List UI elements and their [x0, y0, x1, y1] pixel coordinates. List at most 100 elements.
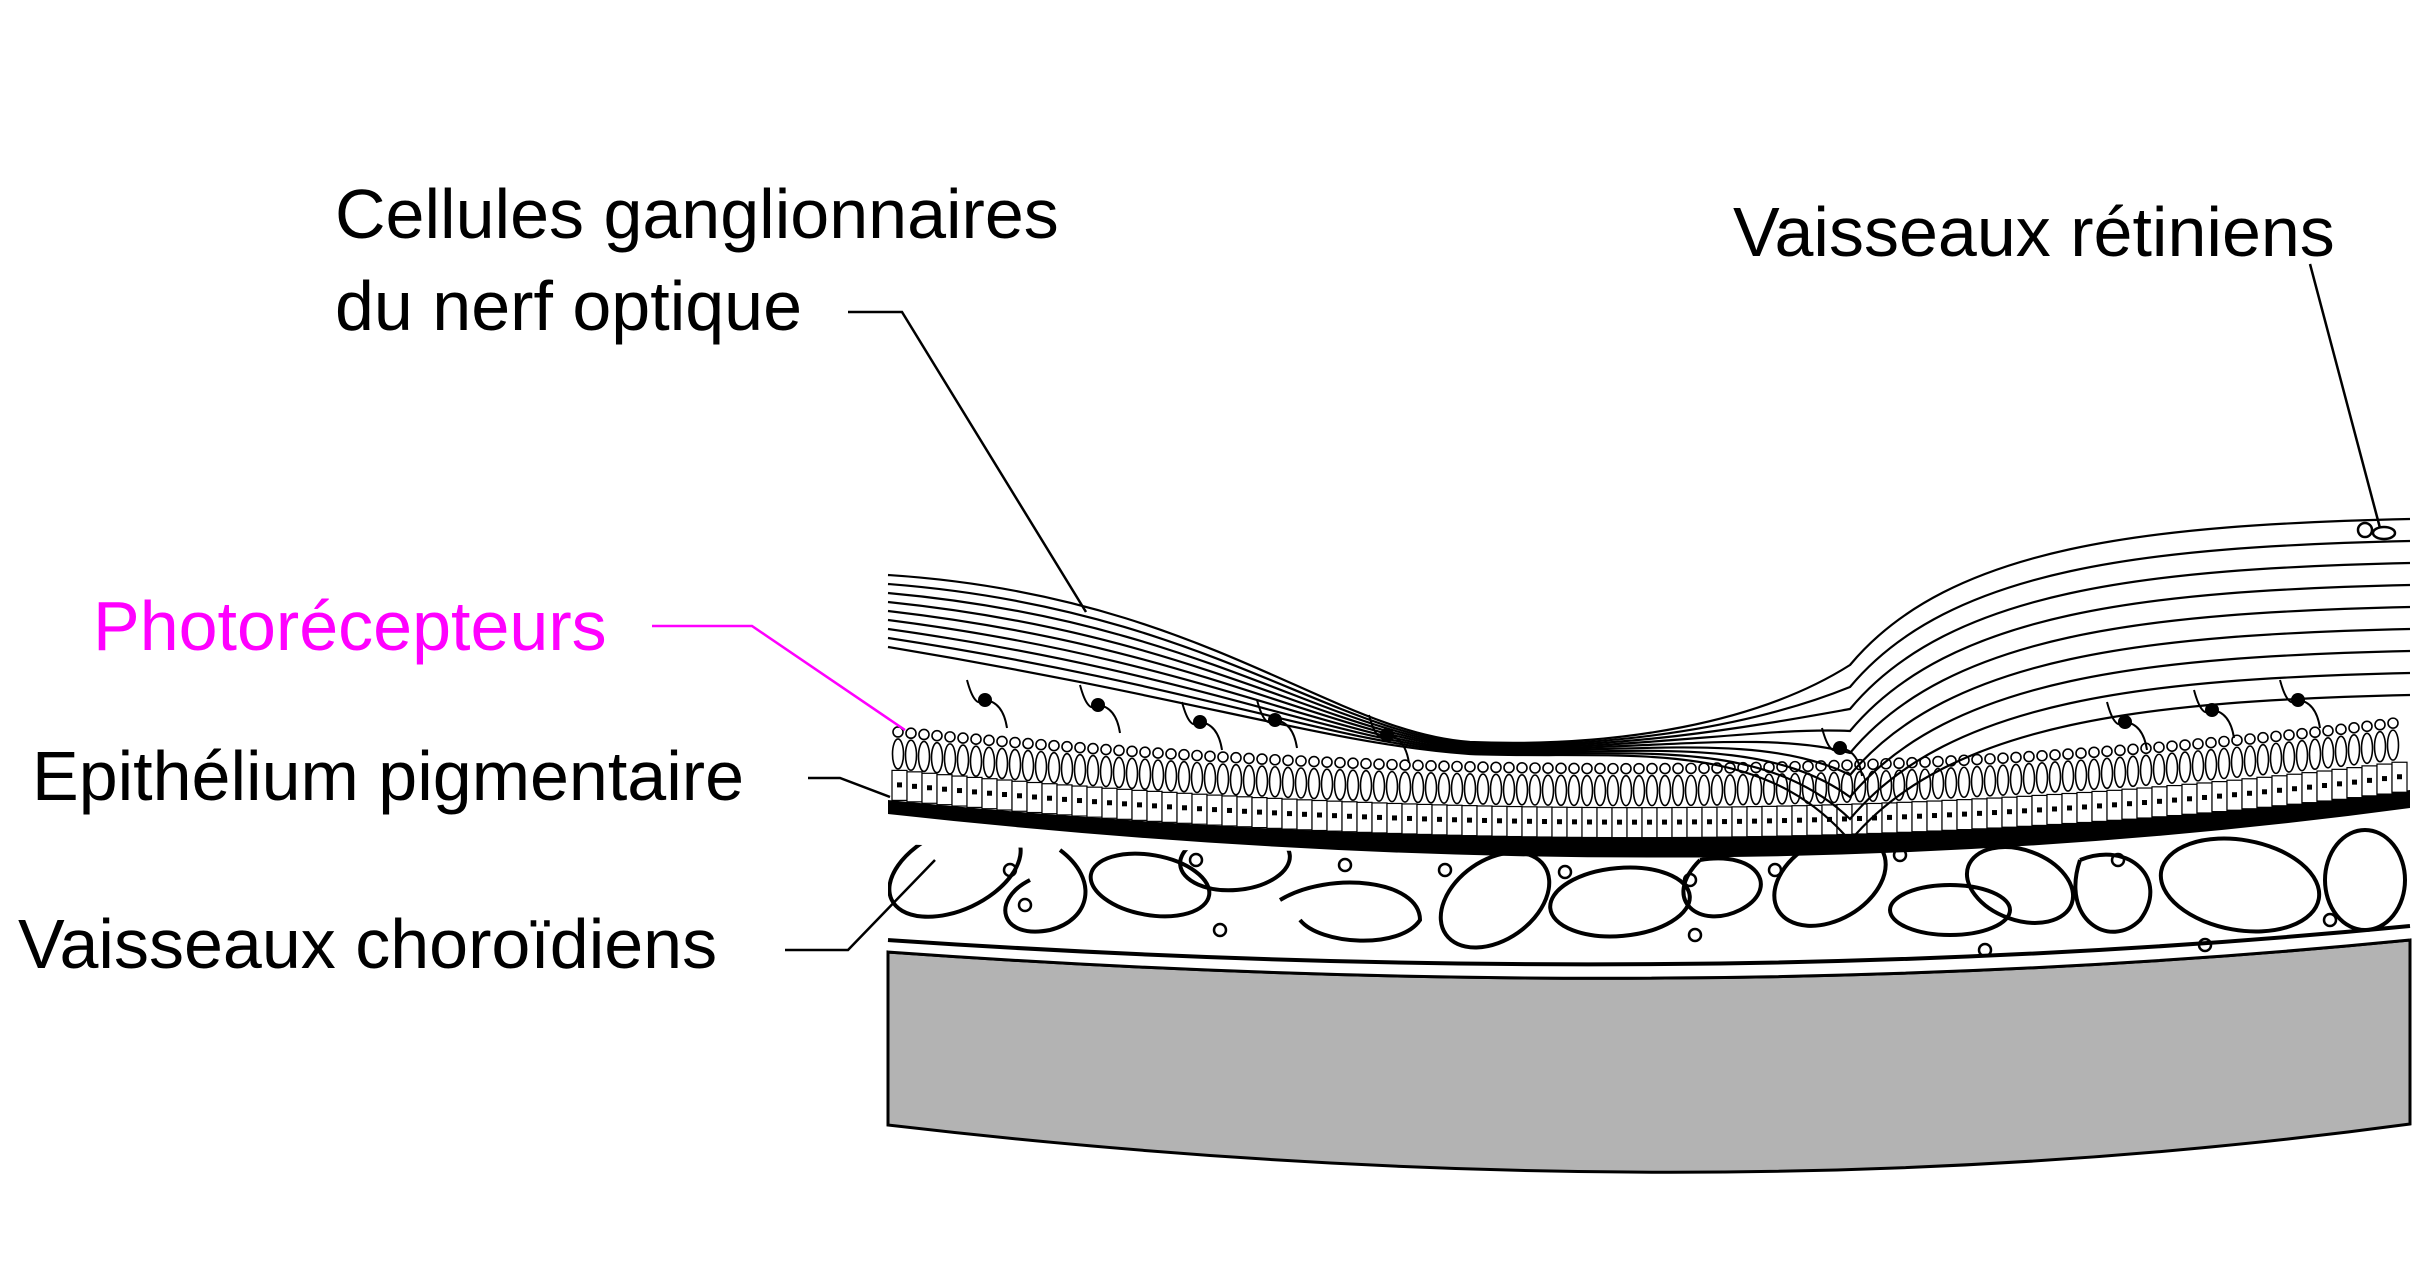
- pigment-granule: [2112, 802, 2117, 808]
- photoreceptor-segment: [1658, 774, 1672, 807]
- photoreceptor-segment: [1281, 766, 1295, 799]
- photoreceptor-nucleus: [2257, 731, 2269, 744]
- pigment-granule: [1422, 816, 1427, 822]
- photoreceptor-segment: [1619, 774, 1633, 807]
- choroid-vessel-loop: [1681, 856, 1763, 919]
- pigment-granule: [1752, 818, 1757, 824]
- photoreceptor-segment: [982, 746, 996, 779]
- photoreceptor-segment: [2009, 763, 2023, 796]
- pigment-granule: [987, 790, 992, 796]
- ganglion-leader-line: [848, 310, 1088, 613]
- photoreceptor-nucleus: [2283, 729, 2295, 741]
- pigment-granule: [1362, 814, 1367, 820]
- photoreceptor-nucleus: [1659, 762, 1671, 775]
- label-choroid-vessels: Vaisseaux choroïdiens: [18, 905, 718, 983]
- pigment-granule: [1497, 818, 1502, 824]
- photoreceptor-nucleus: [2361, 720, 2373, 733]
- pigment-granule: [1287, 811, 1292, 817]
- pigment-granule: [2097, 803, 2102, 809]
- photoreceptor-nucleus: [1178, 748, 1190, 761]
- photoreceptor-nucleus: [2335, 723, 2347, 736]
- pigment-granule: [1482, 817, 1487, 823]
- pigment-granule: [1377, 814, 1382, 820]
- photoreceptor-nucleus: [905, 727, 917, 740]
- label-photoreceptors: Photorécepteurs: [93, 587, 607, 665]
- photoreceptor-nucleus: [996, 735, 1008, 748]
- photoreceptor-nucleus: [1633, 762, 1645, 775]
- photoreceptor-segment: [1021, 749, 1035, 782]
- pigment-granule: [1017, 793, 1022, 799]
- photoreceptor-nucleus: [1295, 755, 1307, 767]
- photoreceptor-segment: [1242, 764, 1256, 797]
- photoreceptor-nucleus: [1230, 751, 1242, 764]
- photoreceptor-segment: [1372, 770, 1386, 802]
- pigment-granule: [2337, 781, 2342, 787]
- pigment-epithelium-leader-line: [808, 776, 891, 799]
- photoreceptor-segment: [2022, 762, 2036, 795]
- photoreceptor-nucleus: [1347, 757, 1359, 770]
- photoreceptor-segment: [1216, 763, 1230, 795]
- photoreceptor-nucleus: [1698, 762, 1710, 775]
- photoreceptor-segment: [1125, 757, 1139, 790]
- pigment-granule: [2352, 779, 2357, 785]
- pigment-granule: [1107, 800, 1112, 806]
- ganglion-cell-axon: [1821, 727, 1863, 777]
- photoreceptor-segment: [1645, 774, 1659, 807]
- photoreceptor-nucleus: [1555, 762, 1567, 775]
- photoreceptor-segment: [1996, 764, 2010, 796]
- ganglion-cell-axon: [1256, 699, 1298, 749]
- photoreceptor-segment: [1333, 768, 1347, 801]
- photoreceptor-segment: [1489, 773, 1503, 806]
- photoreceptors-leader-line: [652, 624, 906, 732]
- photoreceptor-nucleus: [1334, 756, 1346, 769]
- ganglion-cell-axon: [2279, 679, 2321, 729]
- pigment-granule: [2067, 805, 2072, 811]
- pigment-granule: [1812, 817, 1817, 823]
- photoreceptor-segment: [1840, 771, 1854, 803]
- pigment-granule: [1227, 807, 1232, 813]
- pigment-granule: [927, 785, 932, 791]
- photoreceptor-nucleus: [1022, 737, 1034, 750]
- retinal-vessels-leader-line: [2308, 263, 2382, 529]
- photoreceptor-nucleus: [1035, 738, 1047, 751]
- photoreceptor-nucleus: [1074, 741, 1086, 754]
- pigment-epithelium-cells: [891, 761, 2408, 839]
- photoreceptor-nucleus: [918, 728, 930, 741]
- blood-cell: [2110, 852, 2126, 868]
- photoreceptor-nucleus: [2374, 718, 2386, 731]
- photoreceptor-segment: [1905, 768, 1919, 801]
- pigment-granule: [1152, 803, 1157, 809]
- photoreceptor-nucleus: [1542, 762, 1554, 774]
- blood-cell: [2322, 912, 2338, 928]
- photoreceptor-nucleus: [1477, 761, 1489, 773]
- blood-cell: [1017, 897, 1033, 913]
- nerve-fiber-line: [887, 561, 2411, 747]
- photoreceptor-segment: [1424, 772, 1438, 804]
- photoreceptor-segment: [2139, 754, 2153, 787]
- photoreceptor-nucleus: [2348, 722, 2360, 734]
- photoreceptor-segment: [2061, 760, 2075, 792]
- photoreceptor-segment: [1177, 760, 1191, 793]
- photoreceptor-nucleus: [2205, 736, 2217, 749]
- choroid-vessel: [1964, 845, 2076, 925]
- photoreceptor-segment: [2295, 739, 2309, 772]
- retinal-vessel-dots: [2356, 521, 2397, 541]
- photoreceptor-segment: [1541, 774, 1555, 806]
- photoreceptor-segment: [2321, 736, 2335, 769]
- nerve-fiber-line: [887, 645, 2411, 843]
- photoreceptor-nucleus: [1984, 753, 1996, 765]
- pigment-granule: [1842, 816, 1847, 822]
- photoreceptor-nucleus: [1607, 762, 1619, 775]
- blood-cell: [1767, 862, 1783, 878]
- photoreceptor-segment: [2269, 742, 2283, 775]
- pigment-granule: [1767, 818, 1772, 824]
- pigment-granule: [1467, 817, 1472, 823]
- pigment-granule: [897, 782, 902, 788]
- photoreceptor-cells: [891, 717, 2400, 807]
- pigment-granule: [1692, 819, 1697, 825]
- photoreceptor-nucleus: [2296, 727, 2308, 740]
- photoreceptor-nucleus: [1646, 762, 1658, 775]
- photoreceptor-nucleus: [1880, 757, 1892, 770]
- pigment-granule: [2277, 787, 2282, 793]
- pigment-granule: [1242, 808, 1247, 814]
